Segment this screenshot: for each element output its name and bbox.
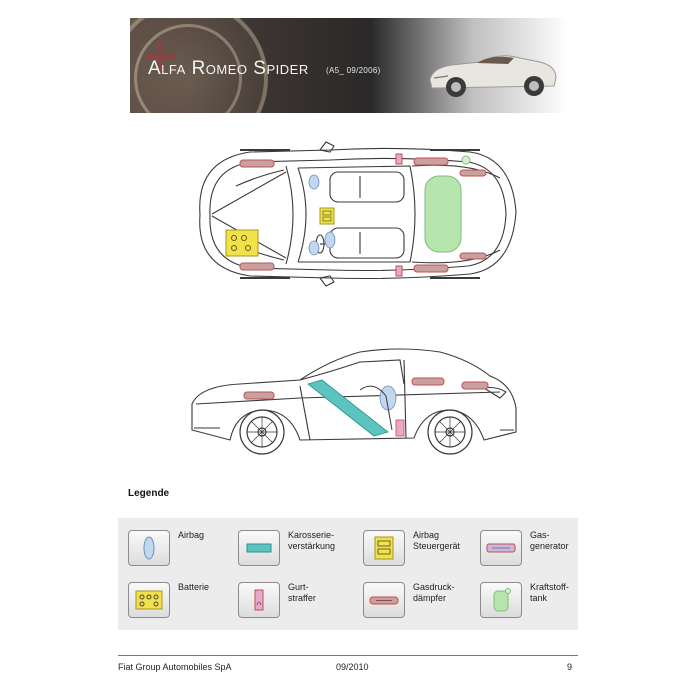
- airbag-icon: [128, 530, 170, 566]
- footer-date: 09/2010: [336, 662, 369, 672]
- legend-title: Legende: [128, 488, 170, 499]
- legend-item-battery: Batterie: [128, 582, 240, 618]
- legend-panel: Airbag Karosserie- verstärkung Airbag St…: [118, 518, 578, 630]
- legend-item-gas-generator: Gas- generator: [480, 530, 592, 566]
- top-view-car: [199, 141, 517, 287]
- alfa-romeo-logo-icon: [130, 18, 268, 113]
- side-view-wheels: [239, 409, 473, 455]
- side-view-belt-tensioner: [395, 419, 405, 437]
- top-view-battery: [225, 229, 259, 257]
- legend-label: Gasdruck- dämpfer: [413, 582, 455, 603]
- footer-divider: [118, 655, 578, 656]
- side-view-gas-struts: [243, 377, 489, 400]
- model-code: (A5_ 09/2006): [326, 66, 381, 75]
- side-view-car: [191, 348, 517, 441]
- footer-company: Fiat Group Automobiles SpA: [118, 662, 232, 672]
- legend-label: Batterie: [178, 582, 210, 592]
- legend-label: Kraftstoff- tank: [530, 582, 569, 603]
- legend-item-airbag: Airbag: [128, 530, 240, 566]
- top-view-components: [239, 153, 487, 277]
- belt-tensioner-icon: [238, 582, 280, 618]
- legend-label: Karosserie- verstärkung: [288, 530, 336, 551]
- top-view-airbags: [308, 174, 336, 256]
- gas-strut-icon: [363, 582, 405, 618]
- top-view-airbag-ecu: [319, 207, 335, 225]
- legend-item-fuel-tank: Kraftstoff- tank: [480, 582, 592, 618]
- car-photo-icon: [429, 55, 557, 97]
- airbag-control-unit-icon: [363, 530, 405, 566]
- battery-icon: [128, 582, 170, 618]
- legend-label: Airbag Steuergerät: [413, 530, 461, 551]
- legend-label: Gurt- straffer: [288, 582, 316, 603]
- body-reinforcement-icon: [238, 530, 280, 566]
- legend-label: Airbag: [178, 530, 205, 540]
- side-view-reinforcement: [307, 379, 389, 437]
- legend-item-gas-strut: Gasdruck- dämpfer: [363, 582, 475, 618]
- header-banner: Alfa Romeo Spider (A5_ 09/2006): [130, 18, 568, 113]
- legend-item-belt-tensioner: Gurt- straffer: [238, 582, 350, 618]
- legend-label: Gas- generator: [530, 530, 569, 551]
- legend-item-airbag-ecu: Airbag Steuergerät: [363, 530, 475, 566]
- page-title: Alfa Romeo Spider: [148, 58, 309, 79]
- legend-item-reinforcement: Karosserie- verstärkung: [238, 530, 350, 566]
- top-view-fuel-tank: [424, 175, 462, 253]
- fuel-tank-icon: [480, 582, 522, 618]
- gas-generator-icon: [480, 530, 522, 566]
- page-number: 9: [567, 662, 573, 672]
